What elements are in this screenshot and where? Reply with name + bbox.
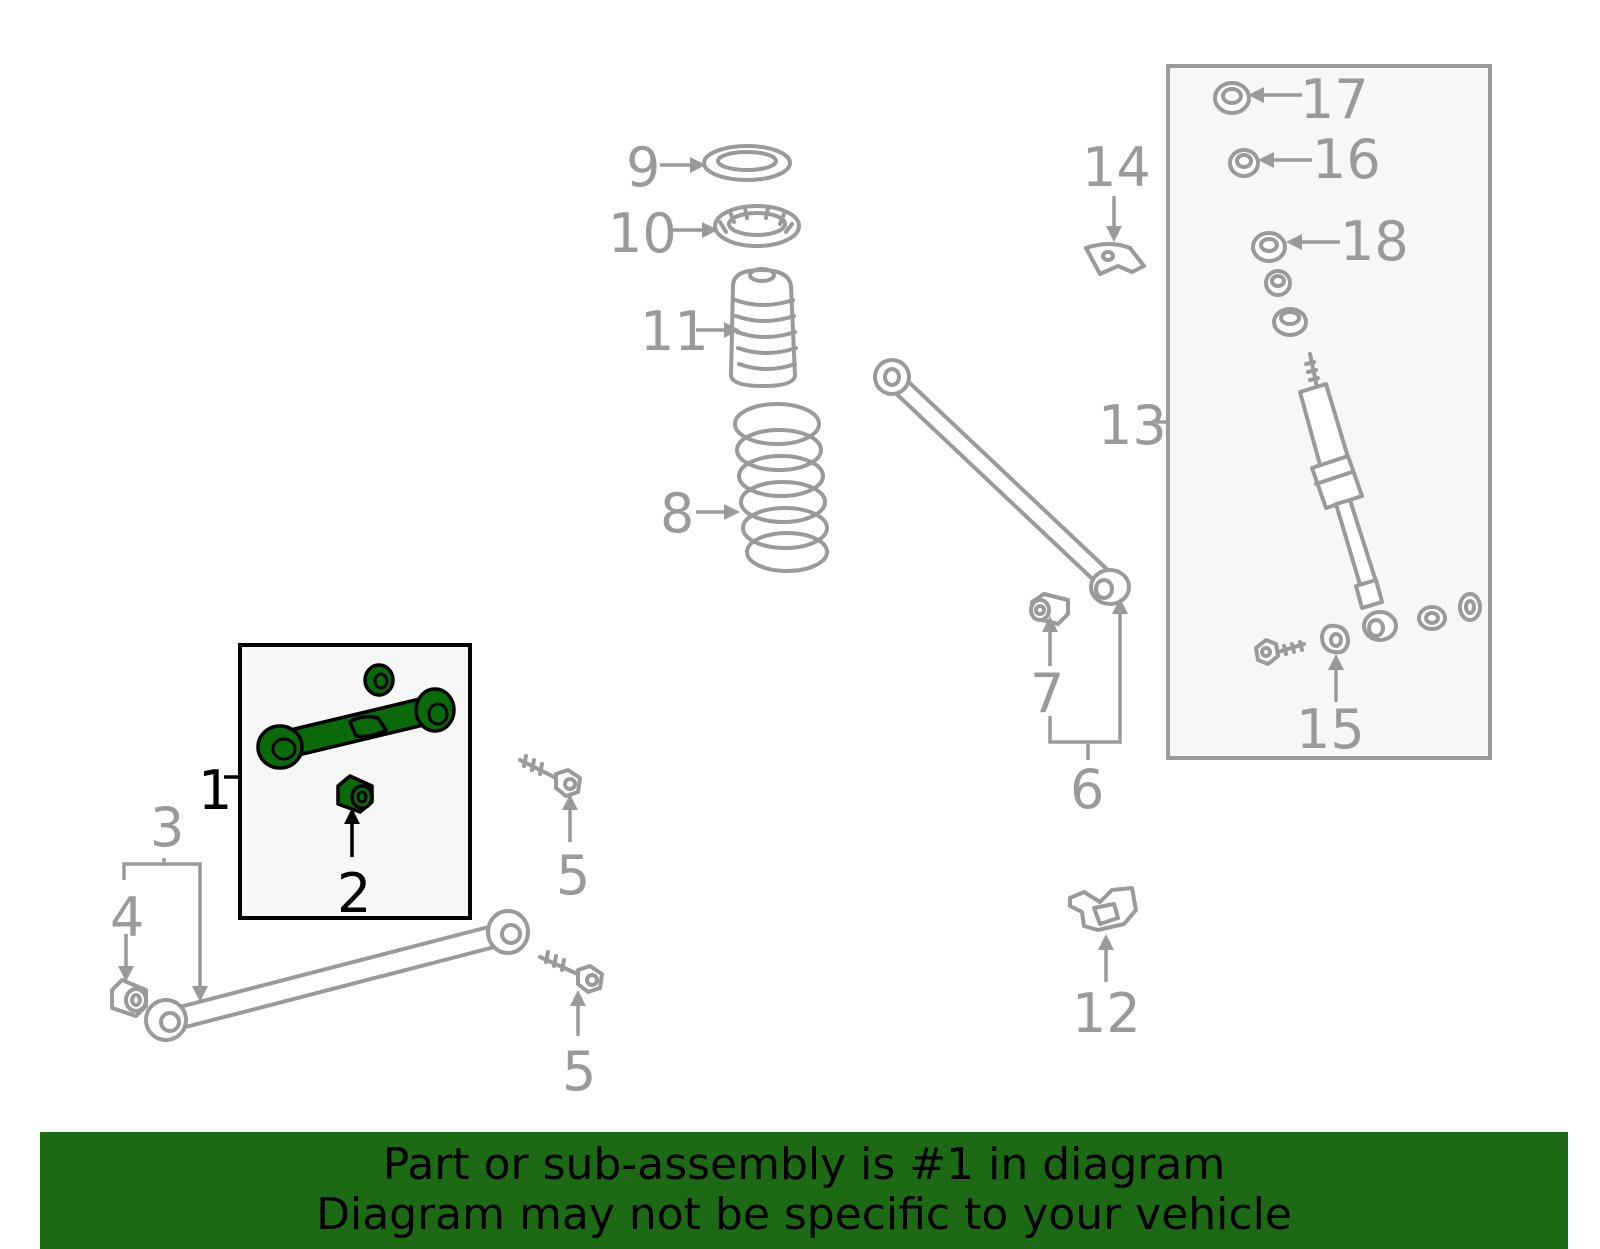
- spring-seat[interactable]: [713, 204, 801, 248]
- shock-cushion-17[interactable]: [1213, 81, 1251, 115]
- callout-15: 15: [1296, 698, 1365, 761]
- shock-cushion-18[interactable]: [1251, 231, 1308, 337]
- callout-5-upper: 5: [556, 844, 590, 907]
- upper-bracket[interactable]: [1084, 242, 1146, 276]
- banner-line-1: Part or sub-assembly is #1 in diagram: [382, 1139, 1226, 1190]
- bushing-highlighted[interactable]: [336, 774, 374, 814]
- bolt-lower[interactable]: [538, 950, 604, 994]
- banner-line-2: Diagram may not be specific to your vehi…: [316, 1189, 1292, 1240]
- link-bushing[interactable]: [1029, 592, 1070, 626]
- lower-bracket[interactable]: [1068, 886, 1138, 932]
- callout-17: 17: [1300, 68, 1369, 131]
- bolt-upper[interactable]: [518, 754, 582, 798]
- upper-lateral-link[interactable]: [873, 358, 1131, 606]
- lower-lateral-rod[interactable]: [144, 909, 530, 1042]
- callout-16: 16: [1312, 128, 1381, 191]
- upper-control-arm-highlighted[interactable]: [256, 663, 456, 770]
- callout-2: 2: [337, 862, 371, 925]
- spring-insulator-upper[interactable]: [702, 144, 792, 182]
- callout-7: 7: [1030, 662, 1064, 725]
- callout-8: 8: [660, 482, 694, 545]
- shock-cushion-16[interactable]: [1228, 148, 1260, 178]
- callout-5-lower: 5: [562, 1040, 596, 1103]
- callout-6: 6: [1070, 758, 1104, 821]
- callout-3: 3: [150, 796, 184, 859]
- shock-lower-hardware[interactable]: [1254, 592, 1482, 666]
- callout-9: 9: [626, 136, 660, 199]
- callout-1: 1: [198, 759, 232, 822]
- callout-11: 11: [640, 300, 709, 363]
- callout-18: 18: [1340, 210, 1409, 273]
- rod-bushing[interactable]: [110, 978, 148, 1018]
- callout-10: 10: [608, 202, 677, 265]
- callout-12: 12: [1072, 982, 1141, 1045]
- bump-stopper[interactable]: [729, 267, 798, 388]
- notice-banner: Part or sub-assembly is #1 in diagram Di…: [40, 1132, 1568, 1249]
- shock-absorber[interactable]: [1298, 352, 1398, 642]
- callout-14: 14: [1082, 136, 1151, 199]
- callout-4: 4: [110, 886, 144, 949]
- callout-13: 13: [1098, 394, 1167, 457]
- coil-spring[interactable]: [733, 402, 829, 573]
